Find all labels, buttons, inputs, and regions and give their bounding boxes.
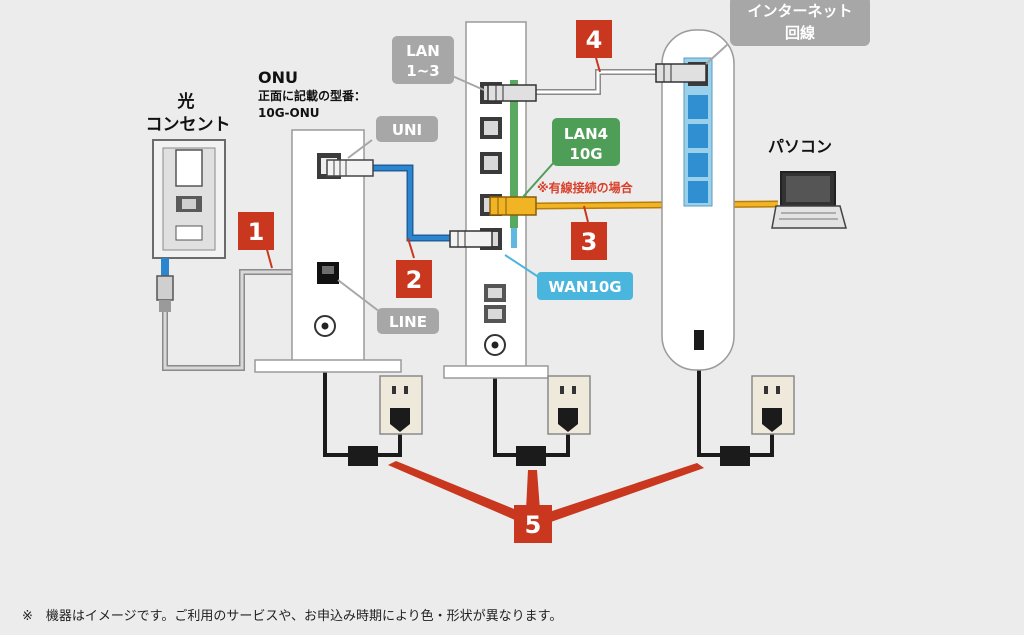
rj45-plug-icon — [326, 159, 374, 177]
ac-adapter-icon — [348, 446, 378, 466]
switch-uplink-plug — [655, 63, 707, 83]
line-tag: LINE — [337, 279, 439, 334]
svg-text:1: 1 — [248, 218, 265, 246]
lan4-label-1: LAN4 — [564, 125, 608, 143]
hikari-label-2: コンセント — [146, 115, 231, 135]
power-outlet-icon — [547, 375, 591, 435]
router-wan-plug — [449, 230, 493, 248]
wired-connection-note: ※有線接続の場合 — [537, 180, 634, 195]
power-cords — [323, 340, 774, 457]
power-outlet-icon — [379, 375, 423, 435]
svg-text:2: 2 — [406, 266, 423, 294]
svg-text:3: 3 — [581, 228, 598, 256]
onu-title: ONU — [258, 68, 298, 87]
lan4-label-2: 10G — [569, 145, 602, 163]
ac-adapter-icon — [720, 446, 750, 466]
optical-outlet-icon — [152, 139, 226, 312]
lan13-label-1: LAN — [406, 42, 440, 60]
pc-label: パソコン — [768, 137, 832, 156]
line-label: LINE — [389, 313, 427, 331]
step-3-badge: 3 — [571, 205, 607, 260]
step-4-badge: 4 — [576, 20, 612, 73]
svg-text:5: 5 — [525, 511, 542, 539]
onu-model: 10G-ONU — [258, 106, 320, 120]
hikari-label-1: 光 — [177, 91, 195, 112]
svg-text:4: 4 — [586, 26, 603, 54]
step-1-badge: 1 — [238, 212, 274, 269]
footnote: ※ 機器はイメージです。ご利用のサービスや、お申込み時期により色・形状が異なりま… — [22, 608, 562, 624]
router-lan-plug — [487, 84, 537, 102]
uni-tag: UNI — [347, 116, 438, 159]
internet-label-2: 回線 — [785, 24, 815, 42]
step-2-badge: 2 — [396, 237, 432, 298]
ac-adapter-icon — [516, 446, 546, 466]
router-lan4-plug — [489, 196, 537, 216]
step-5-badge: 5 — [514, 505, 552, 543]
uni-label: UNI — [392, 121, 422, 139]
router-device-icon — [443, 21, 549, 379]
step5-pointers — [388, 461, 704, 523]
onu-model-caption: 正面に記載の型番： — [258, 88, 366, 103]
lan4-tag: LAN4 10G — [521, 118, 620, 199]
laptop-icon — [771, 171, 847, 229]
lan13-tag: LAN 1~3 — [392, 36, 485, 91]
internet-tag: インターネット 回線 — [705, 0, 870, 65]
power-outlet-icon — [751, 375, 795, 435]
wan10g-label: WAN10G — [548, 278, 621, 296]
internet-label-1: インターネット — [747, 2, 852, 20]
wan10g-tag: WAN10G — [504, 254, 633, 300]
lan13-label-2: 1~3 — [406, 62, 439, 80]
